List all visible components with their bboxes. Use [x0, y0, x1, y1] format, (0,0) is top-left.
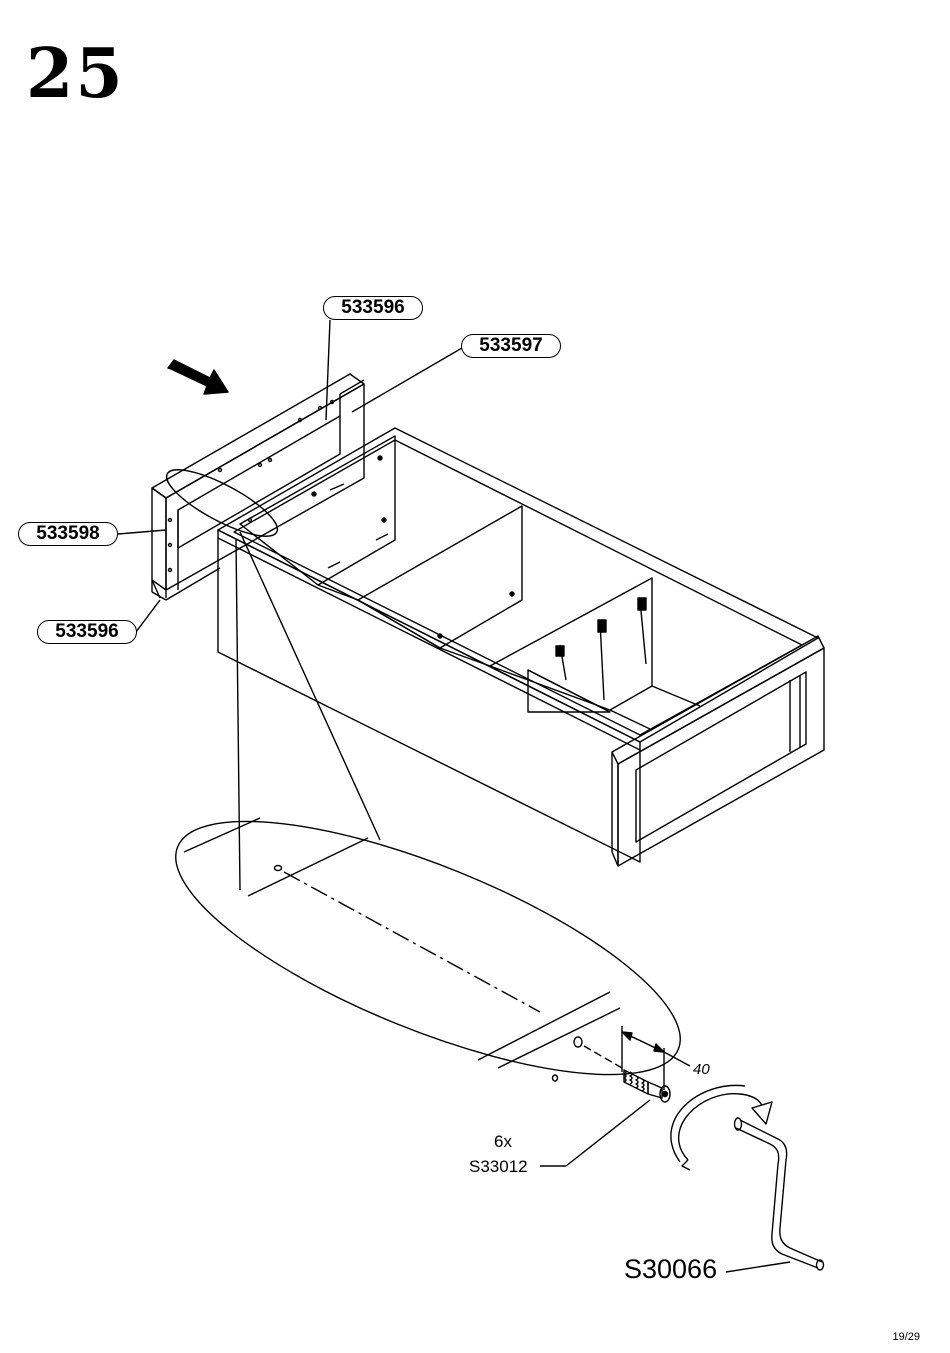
hex-key-icon [726, 1118, 824, 1272]
screw-quantity: 6x [488, 1132, 518, 1152]
part-label-side: 533597 [461, 334, 561, 358]
screw-icon [624, 1070, 670, 1102]
screw-code: S33012 [469, 1157, 528, 1177]
cabinet-carcass [218, 428, 824, 866]
page-number: 19/29 [892, 1331, 920, 1343]
direction-arrow-icon [168, 360, 228, 394]
dimension-label: 40 [693, 1061, 710, 1078]
tool-code: S30066 [624, 1254, 717, 1285]
detail-callout-large [147, 771, 709, 1166]
part-label-rail: 533598 [18, 522, 118, 546]
part-label-top-frame: 533596 [323, 296, 423, 320]
part-label-bottom-frame: 533596 [37, 620, 137, 644]
